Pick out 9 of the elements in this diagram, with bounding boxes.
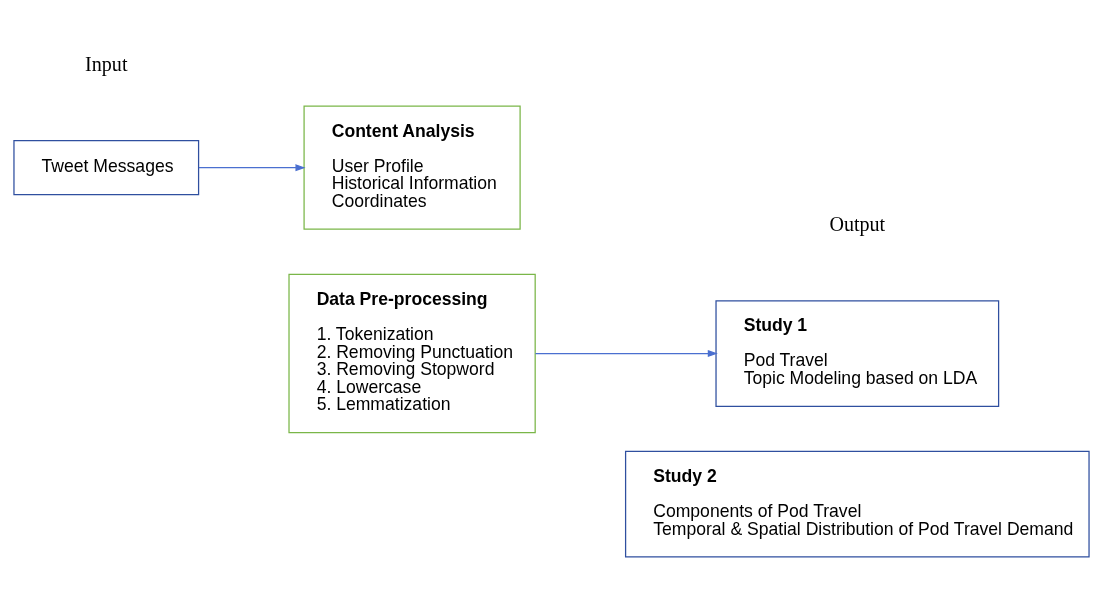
node-box: Content Analysis User Profile Historical Information Coordinates xyxy=(303,105,521,230)
arrow xyxy=(198,164,306,172)
label: Input xyxy=(85,52,128,75)
node-box: Tweet Messages xyxy=(13,140,200,196)
node-box: Study 1 Pod Travel Topic Modeling based on LDA xyxy=(715,300,1000,407)
node-box: Data Pre-processing 1. Tokenization 2. Removing Punctuation 3. Removing Stopword 4. Lowercase 5. Lemmatization xyxy=(288,273,536,434)
label: Output xyxy=(829,213,886,236)
node-box: Study 2 Components of Pod Travel Temporal & Spatial Distribution of Pod Travel Demand xyxy=(624,450,1090,558)
arrow xyxy=(534,350,718,358)
